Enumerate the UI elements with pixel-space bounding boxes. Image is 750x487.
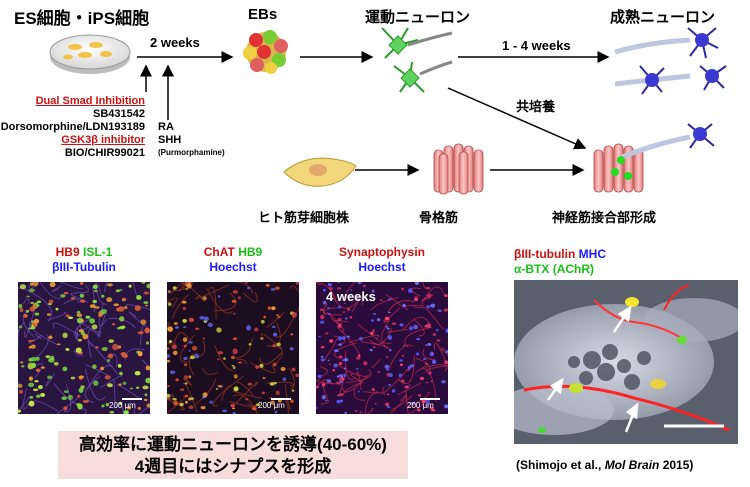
panel2-marker-a: ChAT: [203, 245, 235, 259]
two-weeks-label: 2 weeks: [150, 35, 200, 50]
purmorphamine-label: (Purmorphamine): [158, 148, 225, 157]
citation-post: 2015): [659, 458, 694, 472]
panel2-scale: 200 μm: [258, 401, 285, 410]
myoblast-label: ヒト筋芽細胞株: [258, 210, 350, 225]
summary-box: 高効率に運動ニューロンを誘導(40-60%) 4週目にはシナプスを形成: [58, 431, 408, 479]
shh-label: SHH: [158, 134, 182, 146]
panel1-scale: 200 μm: [109, 401, 136, 410]
citation: (Shimojo et al., Mol Brain 2015): [516, 458, 693, 472]
dorso-label: Dorsomorphine/LDN193189: [0, 121, 145, 133]
dual-smad-label: Dual Smad Inhibition: [35, 95, 145, 107]
citation-journal: Mol Brain: [604, 458, 660, 472]
panel2-legend: ChAT HB9 Hoechst: [167, 245, 299, 275]
motor-neuron-label: 運動ニューロン: [365, 9, 471, 26]
ebs-label: EBs: [248, 6, 278, 23]
eb-cluster-icon: [243, 30, 288, 74]
nmj-label: 神経筋接合部形成: [552, 210, 657, 225]
micrograph-hb9-isl1: 200 μm: [18, 282, 150, 414]
motor-neuron-icon: [381, 27, 453, 93]
summary-line-1: 高効率に運動ニューロンを誘導(40-60%): [79, 435, 387, 454]
myoblast-icon: [283, 157, 357, 187]
panel4-marker-b: MHC: [578, 247, 606, 261]
one-four-weeks-label: 1 - 4 weeks: [502, 38, 571, 53]
panel3-marker-a: Synaptophysin: [338, 245, 425, 259]
sb-label: SB431542: [93, 108, 145, 120]
micrograph-nmj: [514, 280, 738, 444]
panel1-marker-b: ISL-1: [83, 245, 113, 259]
panel2-marker-c: Hoechst: [209, 260, 257, 274]
factor-list: Dual Smad Inhibition SB431542 Dorsomorph…: [1, 95, 145, 160]
panel2-marker-b: HB9: [238, 245, 263, 259]
mature-neuron-icon: [614, 27, 727, 95]
panel1-marker-a: HB9: [55, 245, 80, 259]
panel1-marker-c: βIII-Tubulin: [52, 260, 116, 274]
skeletal-muscle-icon: [433, 143, 484, 195]
micrograph-synaptophysin: 4 weeks 200 μm: [316, 282, 448, 414]
panel4-marker-c: α-BTX (AChR): [514, 262, 595, 276]
schematic-drawing: [49, 27, 727, 195]
es-ips-title: ES細胞・iPS細胞: [14, 9, 150, 28]
panel3-scale: 200 μm: [407, 401, 434, 410]
mature-neuron-label: 成熟ニューロン: [610, 9, 716, 26]
bio-label: BIO/CHIR99021: [64, 147, 145, 159]
panel3-marker-c: Hoechst: [358, 260, 406, 274]
ra-label: RA: [158, 121, 174, 133]
citation-pre: (Shimojo et al.,: [516, 458, 605, 472]
summary-line-2: 4週目にはシナプスを形成: [134, 457, 332, 476]
panel1-legend: HB9 ISL-1 βIII-Tubulin: [18, 245, 150, 275]
gsk-label: GSK3β inhibitor: [61, 134, 145, 146]
culture-dish-icon: [49, 34, 131, 74]
micrograph-chat-hb9: 200 μm: [167, 282, 299, 414]
panel4-legend: βIII-tubulin MHC α-BTX (AChR): [514, 247, 606, 277]
coculture-label: 共培養: [516, 99, 556, 114]
skeletal-muscle-label: 骨格筋: [419, 210, 459, 225]
four-weeks-overlay: 4 weeks: [326, 289, 376, 304]
panel4-marker-a: βIII-tubulin: [514, 247, 576, 261]
nmj-icon: [593, 123, 715, 193]
arrow-coculture: [447, 87, 587, 150]
panel3-legend: Synaptophysin Hoechst: [316, 245, 448, 275]
